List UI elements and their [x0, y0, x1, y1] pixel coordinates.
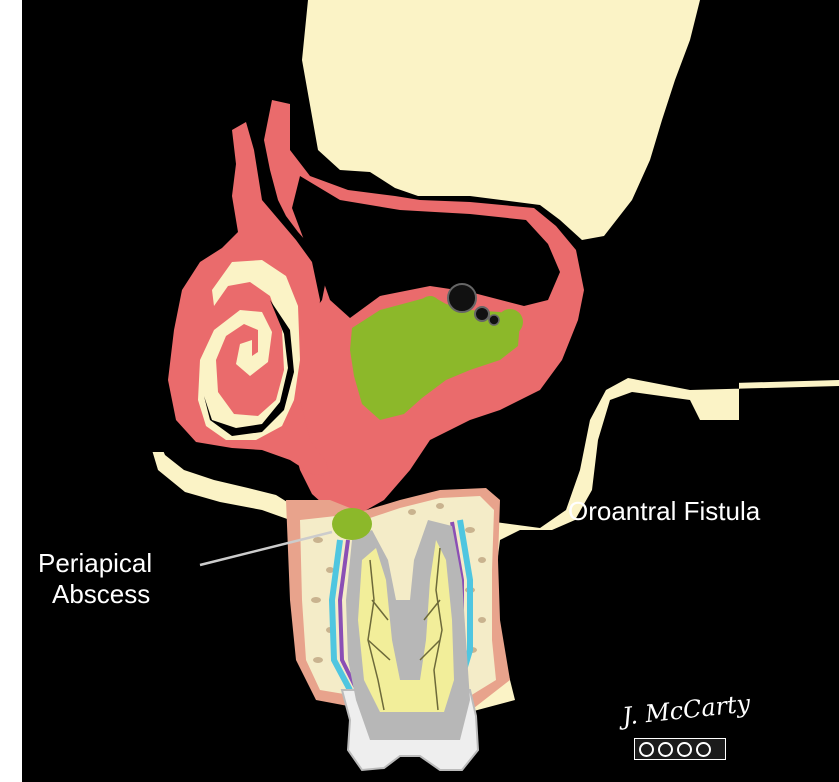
air-bubble [489, 315, 499, 325]
creative-commons-badge-icon [634, 738, 726, 760]
cc-by-icon [658, 742, 673, 757]
abscess-label-line2: Abscess [52, 579, 152, 610]
oroantral-fistula-label: Oroantral Fistula [568, 496, 760, 527]
cc-nc-icon [677, 742, 692, 757]
cc-icon [639, 742, 654, 757]
air-bubble [448, 284, 476, 312]
cc-nd-icon [696, 742, 711, 757]
abscess-label-line1: Periapical [38, 548, 152, 579]
periapical-abscess-label: Periapical Abscess [38, 548, 152, 610]
pus-bubble [420, 296, 440, 316]
periapical-abscess [332, 508, 372, 540]
air-bubble [475, 307, 489, 321]
pus-bubble [497, 309, 523, 335]
